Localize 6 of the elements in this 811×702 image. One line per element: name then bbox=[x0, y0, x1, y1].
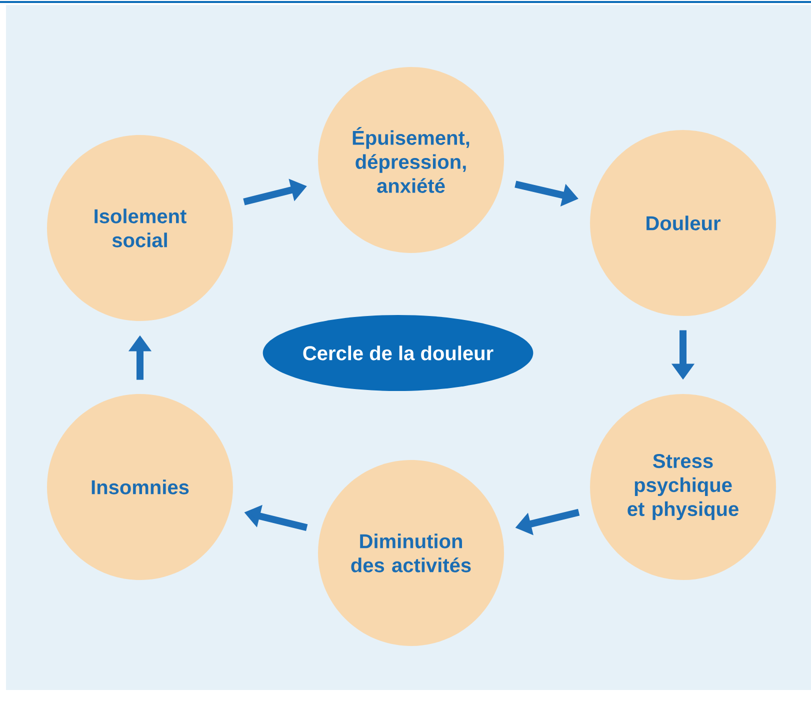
circle-node: Isolement social bbox=[47, 135, 233, 321]
circle-node: Insomnies bbox=[47, 394, 233, 580]
circle-node: Douleur bbox=[590, 130, 776, 316]
circle-node: Stress psychique et physique bbox=[590, 394, 776, 580]
circle-node: Diminution des activités bbox=[318, 460, 504, 646]
circle-node: Épuisement, dépression, anxiété bbox=[318, 67, 504, 253]
